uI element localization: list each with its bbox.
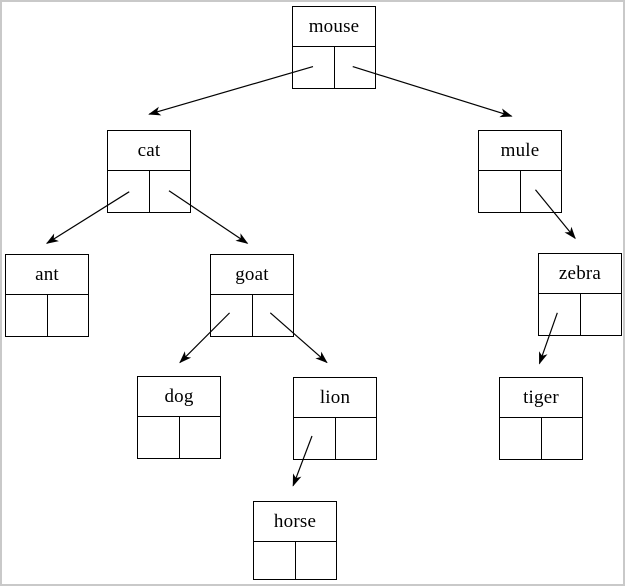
right-pointer-cell [150, 171, 191, 212]
right-pointer-cell [296, 542, 337, 579]
node-pointer-cells [294, 418, 376, 459]
node-pointer-cells [254, 542, 336, 579]
node-label-goat: goat [211, 255, 293, 295]
node-pointer-cells [6, 295, 88, 336]
tree-node-zebra: zebra [538, 253, 622, 336]
right-pointer-cell [521, 171, 562, 212]
left-pointer-cell [294, 418, 336, 459]
left-pointer-cell [500, 418, 542, 459]
node-pointer-cells [108, 171, 190, 212]
tree-node-cat: cat [107, 130, 191, 213]
tree-node-dog: dog [137, 376, 221, 459]
tree-node-ant: ant [5, 254, 89, 337]
node-label-horse: horse [254, 502, 336, 542]
tree-node-mouse: mouse [292, 6, 376, 89]
node-label-mule: mule [479, 131, 561, 171]
left-pointer-cell [539, 294, 581, 335]
left-pointer-cell [211, 295, 253, 336]
tree-node-lion: lion [293, 377, 377, 460]
right-pointer-cell [542, 418, 583, 459]
node-label-dog: dog [138, 377, 220, 417]
node-label-mouse: mouse [293, 7, 375, 47]
node-pointer-cells [293, 47, 375, 88]
node-pointer-cells [539, 294, 621, 335]
node-label-lion: lion [294, 378, 376, 418]
left-pointer-cell [254, 542, 296, 579]
right-pointer-cell [180, 417, 221, 458]
node-pointer-cells [500, 418, 582, 459]
node-label-zebra: zebra [539, 254, 621, 294]
right-pointer-cell [253, 295, 294, 336]
tree-node-tiger: tiger [499, 377, 583, 460]
node-label-ant: ant [6, 255, 88, 295]
node-pointer-cells [138, 417, 220, 458]
node-label-cat: cat [108, 131, 190, 171]
left-pointer-cell [138, 417, 180, 458]
left-pointer-cell [293, 47, 335, 88]
node-pointer-cells [479, 171, 561, 212]
right-pointer-cell [336, 418, 377, 459]
node-label-tiger: tiger [500, 378, 582, 418]
left-pointer-cell [479, 171, 521, 212]
right-pointer-cell [335, 47, 376, 88]
right-pointer-cell [581, 294, 622, 335]
left-pointer-cell [108, 171, 150, 212]
node-pointer-cells [211, 295, 293, 336]
right-pointer-cell [48, 295, 89, 336]
left-pointer-cell [6, 295, 48, 336]
tree-node-goat: goat [210, 254, 294, 337]
tree-node-mule: mule [478, 130, 562, 213]
tree-node-horse: horse [253, 501, 337, 580]
